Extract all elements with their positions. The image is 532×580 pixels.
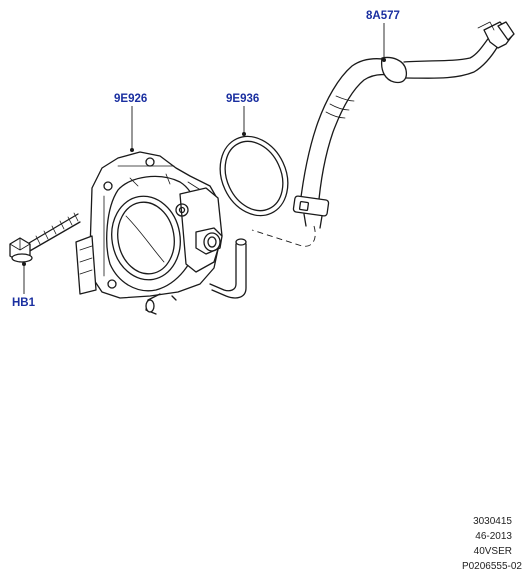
bolt-part (9, 212, 81, 263)
reference-block: 3030415 46-2013 40VSER P0206555-02 (462, 516, 522, 572)
callout-throttle-body: 9E926 (114, 93, 147, 152)
callout-label-HB1: HB1 (12, 297, 36, 309)
callout-bolt: HB1 (12, 262, 36, 309)
callout-label-9E926: 9E926 (114, 93, 147, 105)
vent-hose-part (292, 21, 515, 229)
callout-gasket: 9E936 (226, 93, 259, 136)
reference-line-1: 3030415 (473, 516, 512, 527)
throttle-body-part (75, 151, 247, 315)
gasket-part (219, 135, 289, 217)
callout-label-9E936: 9E936 (226, 93, 259, 105)
callout-label-8A577: 8A577 (366, 10, 400, 22)
callout-hose: 8A577 (366, 10, 400, 62)
reference-line-2: 46-2013 (475, 531, 512, 542)
reference-line-4: P0206555-02 (462, 561, 522, 572)
reference-line-3: 40VSER (474, 546, 512, 557)
assembly-dash-line (251, 225, 316, 247)
